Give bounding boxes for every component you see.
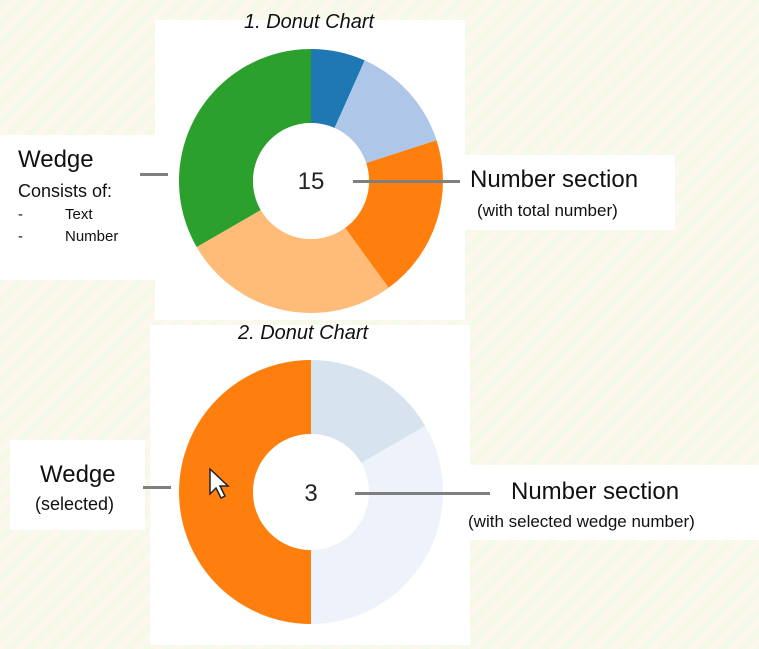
donut-chart-1	[179, 49, 444, 313]
wedge-item-text: Text	[65, 206, 93, 223]
donut-wedge[interactable]	[179, 360, 311, 624]
wedge-label-panel-1	[0, 135, 160, 280]
donut-chart-2	[179, 360, 444, 624]
wedge-item-bullet: -	[18, 228, 23, 245]
donut-wedge[interactable]	[334, 60, 437, 164]
number-section-subheading-2: (with selected wedge number)	[468, 512, 695, 531]
donut-wedge[interactable]	[196, 210, 389, 313]
chart2-title: 2. Donut Chart	[238, 322, 369, 344]
donut-center-hole	[253, 434, 369, 550]
donut-wedge[interactable]	[311, 49, 365, 129]
wedge-item-text: Number	[65, 228, 119, 245]
donut-wedge[interactable]	[345, 140, 444, 288]
number-section-subheading-1: (with total number)	[477, 201, 618, 220]
donut-wedge[interactable]	[311, 360, 426, 463]
donut-center-hole	[253, 123, 369, 239]
chart1-title: 1. Donut Chart	[244, 11, 375, 33]
wedge-selected-subheading: (selected)	[35, 494, 115, 514]
number-label-panel-1	[440, 155, 675, 230]
chart1-number-section: 15	[298, 168, 325, 195]
number-label-panel-2	[455, 465, 759, 540]
wedge-selected-heading: Wedge	[40, 461, 116, 488]
chart2-number-section: 3	[304, 480, 317, 507]
number-connector-line-2	[355, 492, 490, 495]
donut-wedge[interactable]	[179, 49, 311, 247]
wedge-item-bullet: -	[18, 206, 23, 223]
wedge-label-subheading: Consists of:	[18, 181, 113, 201]
mouse-cursor-icon	[209, 467, 230, 500]
number-section-heading-1: Number section	[470, 166, 639, 193]
number-section-heading-2: Number section	[511, 478, 680, 505]
number-connector-line-1	[353, 180, 460, 183]
wedge-connector-line-1	[140, 173, 168, 176]
donut-wedge[interactable]	[311, 426, 444, 624]
wedge-label-panel-2	[10, 440, 145, 530]
wedge-label-heading: Wedge	[18, 146, 94, 173]
wedge-connector-line-2	[143, 486, 171, 489]
